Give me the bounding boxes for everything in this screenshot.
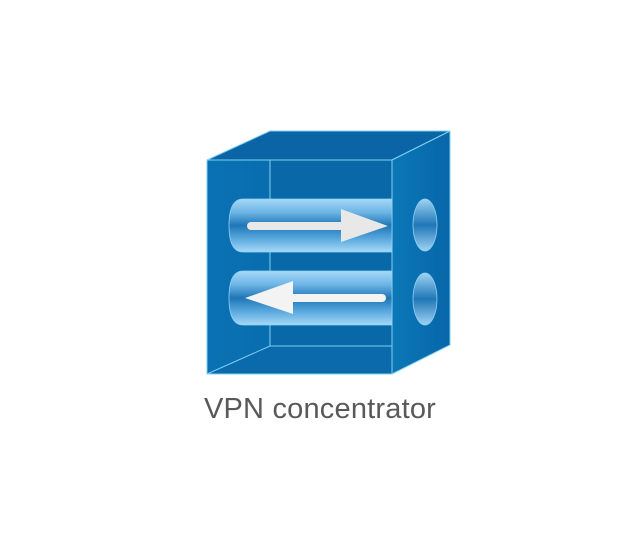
arrow-left-icon bbox=[245, 281, 386, 314]
tube-left bbox=[228, 270, 393, 326]
right-face bbox=[391, 130, 451, 375]
inner-bottom bbox=[206, 345, 393, 375]
port-hole-bottom bbox=[412, 272, 438, 326]
tube-right bbox=[228, 198, 393, 253]
shape-label: VPN concentrator bbox=[203, 393, 437, 425]
port-hole-top bbox=[412, 198, 438, 252]
arrow-right-icon bbox=[247, 209, 388, 242]
